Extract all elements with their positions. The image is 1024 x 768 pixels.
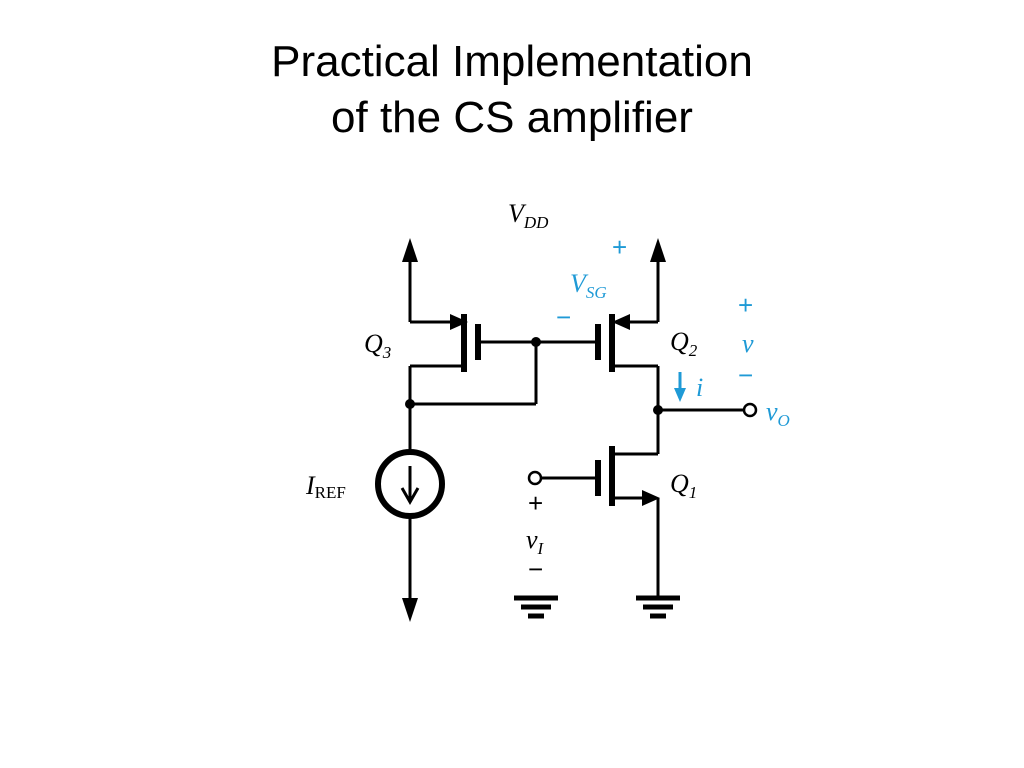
- vdd-arrow-left: [402, 238, 418, 322]
- vsg-label: VSG: [570, 269, 607, 302]
- iref-current-source: [375, 404, 445, 622]
- q2-transistor: [595, 314, 660, 410]
- slide-title: Practical Implementation of the CS ampli…: [0, 34, 1024, 146]
- vdd-arrow-right: [650, 238, 666, 322]
- vsg-minus-sign: −: [556, 302, 571, 332]
- v-label: v: [742, 329, 754, 358]
- vdd-label: VDD: [508, 199, 549, 232]
- current-arrow-icon: [674, 372, 686, 402]
- vi-plus-sign: +: [528, 488, 543, 518]
- v-plus-sign: +: [738, 290, 753, 320]
- q1-transistor: [527, 410, 660, 596]
- title-line-1: Practical Implementation: [271, 37, 753, 86]
- gate-connection: [405, 337, 541, 409]
- q3-label: Q3: [364, 329, 391, 362]
- ground-symbol-input: [514, 595, 558, 619]
- ground-symbol-q1: [636, 595, 680, 619]
- q3-transistor: [408, 314, 598, 404]
- v-minus-sign: −: [738, 360, 753, 390]
- vo-label: vO: [766, 397, 790, 430]
- i-label: i: [696, 373, 703, 402]
- vsg-plus-sign: +: [612, 232, 627, 262]
- vi-minus-sign: −: [528, 554, 543, 584]
- q1-label: Q1: [670, 469, 697, 502]
- vi-label: vI: [526, 525, 545, 558]
- output-node: [653, 402, 758, 418]
- title-line-2: of the CS amplifier: [331, 93, 693, 142]
- iref-label: IREF: [305, 471, 346, 502]
- q2-label: Q2: [670, 327, 698, 360]
